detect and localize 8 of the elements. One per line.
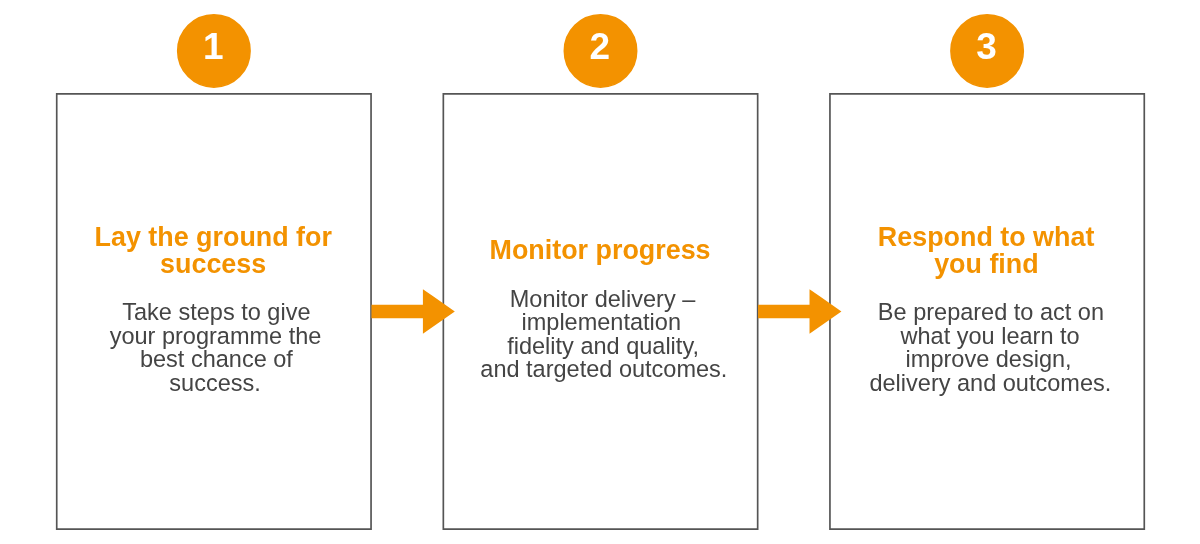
arrow [370, 289, 455, 334]
node-circle: 1 [176, 14, 251, 88]
node-circle: 2 [563, 14, 637, 88]
node-box: Lay the ground for success Take steps to give your programme the best chance of success. [55, 92, 372, 530]
node-box: Monitor progress Monitor delivery – implementation fidelity and quality, and targeted outcomes. [442, 92, 758, 530]
node-box: Respond to what you find Be prepared to act on what you learn to improve design, delivery and outcomes. [828, 92, 1145, 530]
arrow [757, 289, 841, 334]
node-circle: 3 [949, 14, 1024, 88]
